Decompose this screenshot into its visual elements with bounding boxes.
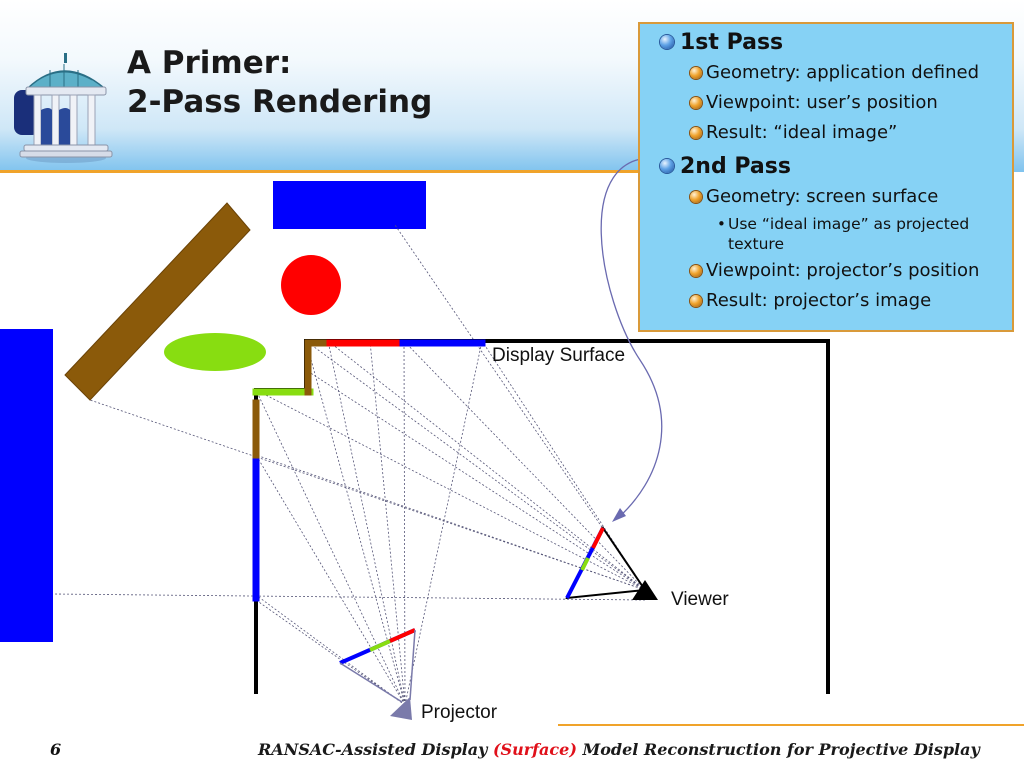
footer-text-accent: (Surface) <box>492 740 577 759</box>
bullet-ball-icon <box>660 35 674 49</box>
projector-lens-marker <box>390 697 412 720</box>
pass-1-item: Viewpoint: user’s position <box>640 88 1012 118</box>
callout-connector-line <box>600 157 663 519</box>
bullet-dot-icon: • <box>717 215 726 233</box>
footer-text-end: Model Reconstruction for Projective Disp… <box>576 740 980 759</box>
green-ellipse-object <box>164 333 266 371</box>
pass-2-item: Viewpoint: projector’s position <box>640 256 1012 286</box>
projector-rays <box>255 340 483 706</box>
footer-text-start: RANSAC-Assisted Display <box>258 740 493 759</box>
viewer-frustum <box>565 526 658 600</box>
footer-rule <box>558 724 1024 726</box>
pass-2-item: Geometry: screen surface <box>640 182 1012 212</box>
pass-1-heading: 1st Pass <box>640 28 1012 58</box>
projector-label: Projector <box>421 702 498 723</box>
page-number: 6 <box>50 740 62 759</box>
bullet-ball-icon <box>690 67 702 79</box>
blue-rectangle-object <box>273 181 426 229</box>
viewer-label: Viewer <box>671 589 729 610</box>
title-line-2: 2-Pass Rendering <box>127 84 433 120</box>
bullet-ball-icon <box>690 191 702 203</box>
slide-title: A Primer: 2-Pass Rendering <box>127 44 432 122</box>
viewer-eye-marker <box>632 580 658 600</box>
bullet-ball-icon <box>690 295 702 307</box>
gazebo-logo <box>14 53 113 163</box>
brown-bar-object <box>64 202 251 401</box>
pass-1-item: Geometry: application defined <box>640 58 1012 88</box>
pass-1-item: Result: “ideal image” <box>640 118 1012 148</box>
connector-arrowhead <box>612 508 626 522</box>
display-surface-label: Display Surface <box>492 345 626 366</box>
footer-title: RANSAC-Assisted Display (Surface) Model … <box>258 740 980 759</box>
pass-2-heading: 2nd Pass <box>640 152 1012 182</box>
bullet-ball-icon <box>690 265 702 277</box>
pass-2-sub-item: • Use “ideal image” as projected texture <box>717 215 970 253</box>
bullet-ball-icon <box>690 127 702 139</box>
red-circle-object <box>281 255 341 315</box>
blue-wall-object <box>0 329 53 642</box>
two-pass-callout: 1st Pass Geometry: application defined V… <box>638 22 1014 332</box>
bullet-ball-icon <box>660 159 674 173</box>
viewer-rays <box>52 224 646 601</box>
projector-frustum <box>339 628 416 720</box>
display-surface <box>252 339 830 694</box>
header-rule <box>0 170 640 173</box>
bullet-ball-icon <box>690 97 702 109</box>
title-line-1: A Primer: <box>127 45 292 81</box>
pass-2-item: Result: projector’s image <box>640 286 1012 316</box>
